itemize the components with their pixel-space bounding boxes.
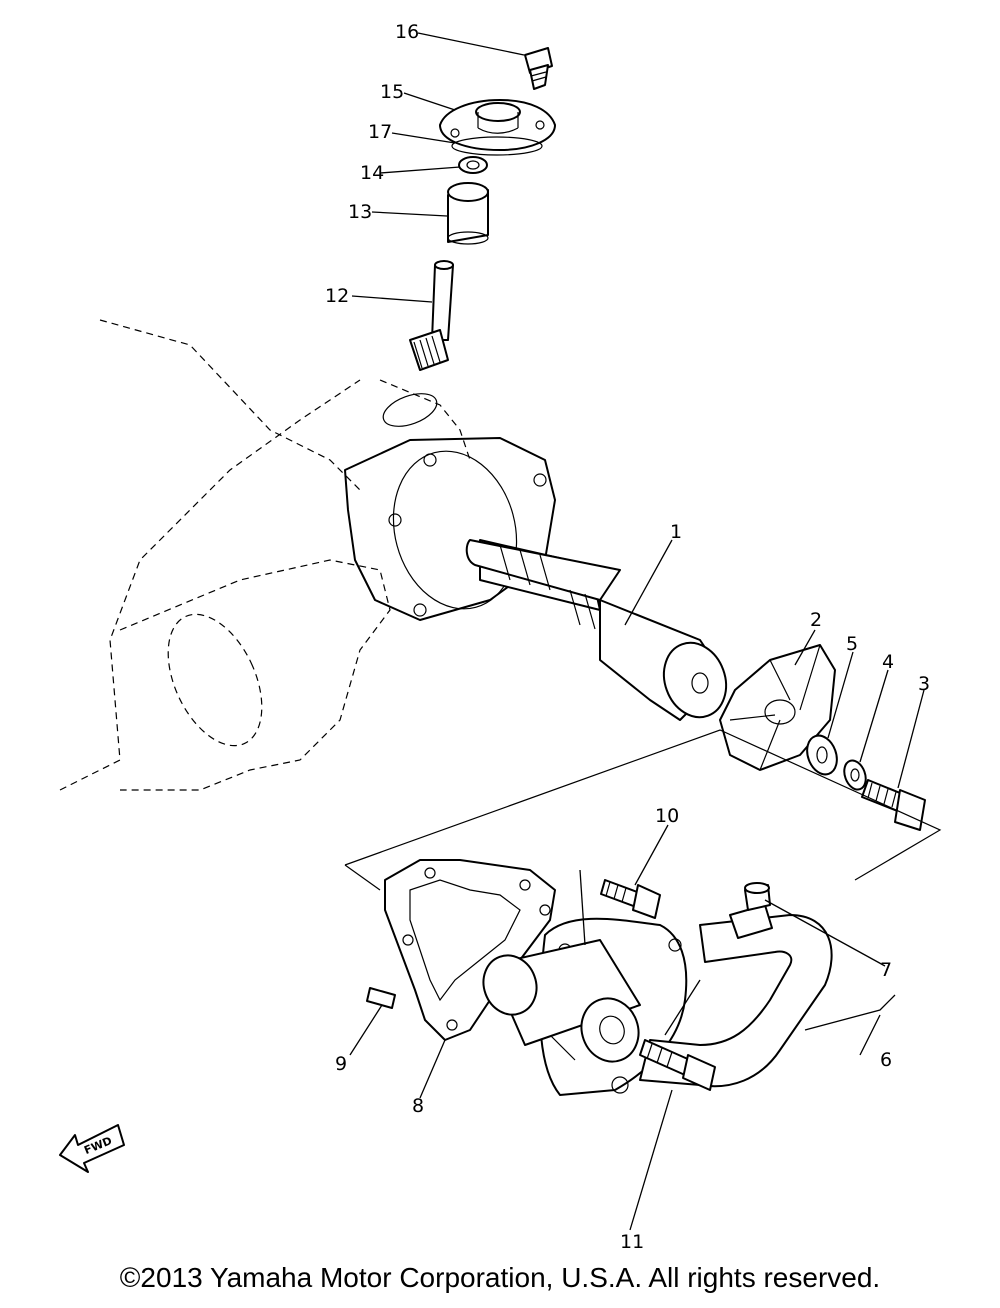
dowel-pin-9 <box>366 987 396 1009</box>
seal-14 <box>458 156 488 174</box>
lock-washer <box>843 759 867 791</box>
callout-labels: 16 15 17 14 13 12 1 2 5 4 3 10 7 6 9 8 1… <box>325 21 930 1250</box>
washer <box>806 734 838 776</box>
bolt-16 <box>524 47 553 90</box>
impeller <box>719 644 836 771</box>
callout-10: 10 <box>655 805 679 827</box>
callout-2: 2 <box>810 609 822 631</box>
callout-11: 11 <box>620 1231 644 1250</box>
callout-15: 15 <box>380 81 404 103</box>
callout-1: 1 <box>670 521 682 543</box>
impeller-bolt <box>861 779 926 831</box>
callout-4: 4 <box>882 651 894 673</box>
bushing-13 <box>447 182 489 245</box>
callout-16: 16 <box>395 21 419 43</box>
assembly-bracket <box>344 729 942 891</box>
housing-cover-15 <box>439 99 556 151</box>
drive-gear-12 <box>409 260 454 371</box>
callout-5: 5 <box>846 633 858 655</box>
callout-12: 12 <box>325 285 349 307</box>
callout-17: 17 <box>368 121 392 143</box>
impeller-shaft <box>465 539 728 721</box>
callout-14: 14 <box>360 162 384 184</box>
leader-lines <box>349 32 925 1231</box>
fwd-arrow-icon: FWD <box>59 1124 125 1173</box>
callout-6: 6 <box>880 1049 892 1071</box>
outlet-pipe <box>482 939 641 1063</box>
copyright-notice: ©2013 Yamaha Motor Corporation, U.S.A. A… <box>119 1262 881 1293</box>
callout-8: 8 <box>412 1095 424 1117</box>
fitting-7 <box>729 882 773 939</box>
callout-9: 9 <box>335 1053 347 1075</box>
oring-17 <box>451 136 543 156</box>
callout-3: 3 <box>918 673 930 695</box>
bolt-11 <box>639 1039 716 1091</box>
callout-13: 13 <box>348 201 372 223</box>
bolt-10 <box>600 879 661 919</box>
water-pump-exploded-diagram: 16 15 17 14 13 12 1 2 5 4 3 10 7 6 9 8 1… <box>59 21 942 1250</box>
hose-6 <box>639 914 833 1088</box>
callout-7: 7 <box>880 959 892 981</box>
